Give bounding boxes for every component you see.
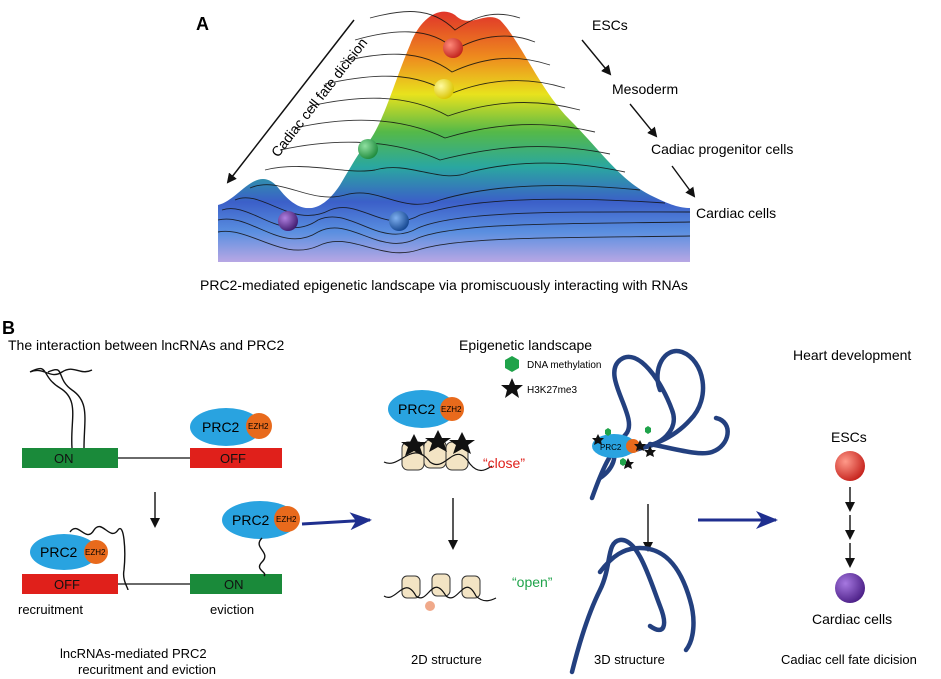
chromatin-3d-open	[569, 537, 696, 675]
stage-arrow-1	[581, 39, 612, 76]
h3k27me3-mark-3	[449, 432, 475, 454]
navy-arrow-1	[301, 512, 372, 531]
ezh2-label-close: EZH2	[441, 405, 462, 414]
open-label: “open”	[512, 574, 553, 590]
ball-purple	[278, 211, 298, 231]
panel-a-label: A	[196, 14, 209, 34]
caption-3d: 3D structure	[594, 652, 665, 667]
ezh2-top	[246, 413, 272, 439]
off-block-bottom	[22, 574, 118, 594]
legend-dna-methylation: DNA methylation	[527, 360, 601, 371]
prc2-label-close: PRC2	[398, 401, 436, 417]
legend-h3k27me3: H3K27me3	[527, 385, 577, 396]
ball-red	[443, 38, 463, 58]
left-caption-line1: lncRNAs-mediated PRC2	[60, 646, 207, 661]
landscape-contours	[217, 11, 691, 254]
recruitment-label: recruitment	[18, 602, 83, 617]
epigenetic-landscape	[217, 11, 691, 262]
panel-a-caption: PRC2-mediated epigenetic landscape via p…	[200, 277, 688, 293]
prc2-label-evict: PRC2	[232, 512, 270, 528]
stage-progenitor: Cadiac progenitor cells	[651, 141, 793, 157]
ezh2-label-top: EZH2	[248, 422, 269, 431]
middle-title: Epigenetic landscape	[459, 337, 592, 353]
stage-mesoderm: Mesoderm	[612, 81, 678, 97]
right-cardiac-label: Cardiac cells	[812, 611, 892, 627]
closed-nucleosomes	[383, 430, 493, 472]
cardiac-cells-ball	[835, 573, 865, 603]
ezh2-label-evict: EZH2	[276, 515, 297, 524]
dna-methylation-icon	[505, 356, 519, 372]
prc2-complex-3d	[592, 434, 636, 458]
ezh2-label-recruit: EZH2	[85, 548, 106, 557]
ball-green	[358, 139, 378, 159]
stage-escs: ESCs	[592, 17, 628, 33]
fate-decision-arrow	[226, 19, 355, 184]
on-block-bottom	[190, 574, 282, 594]
ezh2-recruit	[84, 540, 108, 564]
on-label-bottom: ON	[224, 577, 244, 592]
ball-blue	[389, 211, 409, 231]
right-caption: Cadiac cell fate dicision	[781, 652, 917, 667]
prc2-label-top: PRC2	[202, 419, 240, 435]
panel-b-label: B	[2, 318, 15, 338]
right-title: Heart development	[793, 347, 911, 363]
stage-arrow-2	[629, 103, 658, 138]
h3k27me3-mark-1	[401, 434, 427, 456]
prc2-label-3d: PRC2	[600, 443, 622, 452]
escs-ball	[835, 451, 865, 481]
prc2-label-recruit: PRC2	[40, 544, 78, 560]
marks-3d	[592, 426, 656, 469]
caption-2d: 2D structure	[411, 652, 482, 667]
stage-arrow-3	[671, 165, 696, 198]
off-block-top	[190, 448, 282, 468]
h3k27me3-icon	[501, 378, 523, 398]
on-block-top	[22, 448, 118, 468]
eviction-label: eviction	[210, 602, 254, 617]
ball-yellow	[434, 79, 454, 99]
right-escs-label: ESCs	[831, 429, 867, 445]
left-caption-line2: recuritment and eviction	[78, 662, 216, 677]
lncrna-wave-recruit	[69, 525, 129, 591]
prc2-complex-recruit	[30, 534, 98, 570]
close-label: “close”	[483, 455, 525, 471]
left-title: The interaction between lncRNAs and PRC2	[8, 337, 284, 353]
lncrna-helix-icon	[29, 367, 93, 449]
fate-decision-label: Cadiac cell fate dicision	[268, 35, 371, 160]
open-nucleosomes	[383, 573, 497, 611]
on-label-top: ON	[54, 451, 74, 466]
prc2-complex-top	[190, 408, 262, 446]
lncrna-wave-evict	[258, 537, 266, 577]
chromatin-3d-closed	[589, 348, 730, 501]
prc2-complex-close	[388, 390, 456, 428]
off-label-top: OFF	[220, 451, 246, 466]
ezh2-close	[440, 397, 464, 421]
ezh2-evict	[274, 506, 300, 532]
h3k27me3-mark-2	[425, 430, 451, 452]
off-label-bottom: OFF	[54, 577, 80, 592]
stage-cardiac: Cardiac cells	[696, 205, 776, 221]
